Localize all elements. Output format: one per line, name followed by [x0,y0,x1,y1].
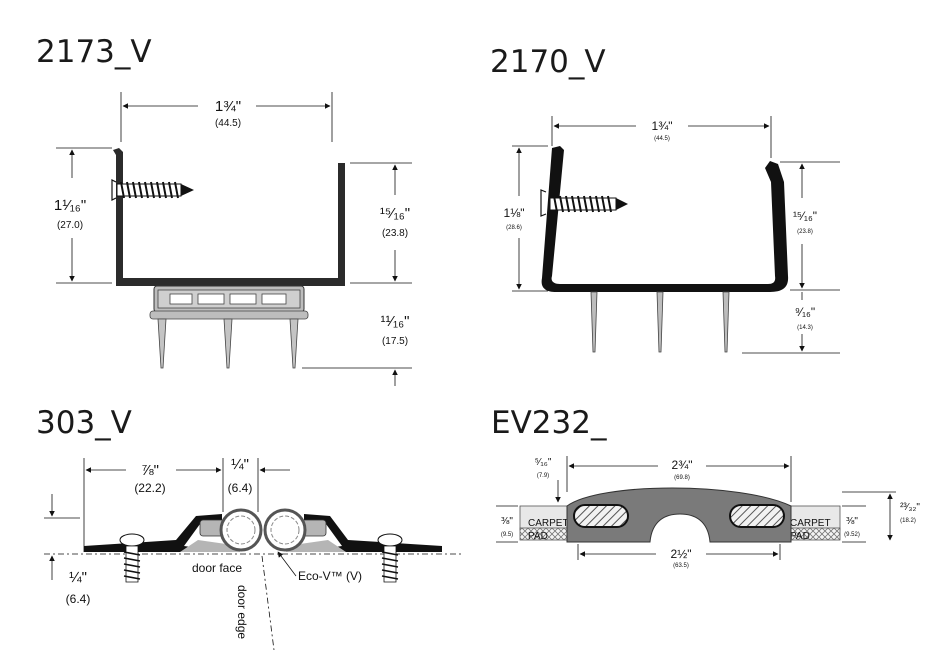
height-metric: (6.4) [66,592,91,606]
bottom-width-dimension: 2½" [671,547,692,561]
leg-height-dimension: ¹¹⁄₁₆" [381,313,410,330]
leader-line [277,551,297,577]
bottom-width-metric: (63.5) [673,563,689,569]
width-metric: (44.5) [215,118,241,129]
width-metric: (22.2) [134,481,165,495]
bulb-metric: (6.4) [228,481,253,495]
right-height-dimension: ¹⁵⁄₁₆" [793,209,817,223]
leg-height-dimension: ⁹⁄₁₆" [795,305,815,319]
carpet-label: CARPET [790,518,831,529]
door-edge-line [261,555,275,651]
pad-label: PAD [790,531,810,542]
eco-v-label: Eco-V™ (V) [298,569,362,583]
panel-ev232: EV232_ 2¾" (69.8) ⁵⁄₁₆" (7.9) CARPET PAD… [491,405,920,569]
width-dimension: ⅞" [141,462,159,479]
left-carpet-metric: (9.5) [501,532,513,538]
pad-label: PAD [528,531,548,542]
leg-height-metric: (14.3) [797,325,813,331]
right-height-metric: (23.8) [382,228,408,239]
lip-metric: (7.9) [537,473,549,479]
legs [590,291,730,353]
door-face-label: door face [192,561,242,575]
panel-title: 2170_V [490,44,606,80]
left-height-dimension: 1⅛" [504,206,525,220]
height-dimension: ²³⁄₃₂" [900,502,920,513]
top-width-dimension: 2¾" [672,458,693,472]
width-dimension: 1¾" [652,119,673,133]
panel-303: 303_V ⅞" (22.2) ¼" (6.4) ¼" (6.4) [36,405,462,651]
bulb-dimension: ¼" [231,456,249,473]
right-carpet-metric: (9.52) [844,532,860,538]
panel-2173: 2173_V 1¾" (44.5) 1¹⁄₁₆" (27.0) ¹⁵⁄₁₆" (… [36,34,412,386]
carpet-right: CARPET PAD [787,505,841,542]
insert-profile [149,285,309,369]
screw-icon [119,533,145,583]
carpet-label: CARPET [528,518,569,529]
left-height-dimension: 1¹⁄₁₆" [54,197,86,214]
lip-dimension: ⁵⁄₁₆" [535,457,552,468]
screw-icon [377,533,403,583]
panel-title: EV232_ [491,405,607,441]
right-carpet-dimension: ⅜" [846,516,858,527]
bulb-seal [219,508,307,552]
channel-profile [113,148,345,286]
carpet-left: CARPET PAD [519,505,573,542]
screw-icon [111,179,194,201]
width-metric: (44.5) [654,136,670,142]
panel-title: 303_V [36,405,132,441]
panel-2170: 2170_V 1¾" (44.5) 1⅛" (28.6) ¹⁵⁄₁₆" (23.… [490,44,840,354]
screw-icon [540,189,628,217]
width-dimension: 1¾" [215,98,241,115]
right-height-metric: (23.8) [797,229,813,235]
left-gripper [573,504,629,528]
left-carpet-dimension: ⅜" [501,516,513,527]
door-edge-label: door edge [235,585,249,639]
height-metric: (18.2) [900,518,916,524]
leg-height-metric: (17.5) [382,336,408,347]
height-dimension: ¼" [69,569,87,586]
top-width-metric: (69.8) [674,475,690,481]
left-height-metric: (28.6) [506,225,522,231]
panel-title: 2173_V [36,34,152,70]
channel-profile [541,146,789,292]
left-height-metric: (27.0) [57,220,83,231]
threshold-profile [566,487,792,543]
right-gripper [729,504,785,528]
right-height-dimension: ¹⁵⁄₁₆" [380,205,410,222]
